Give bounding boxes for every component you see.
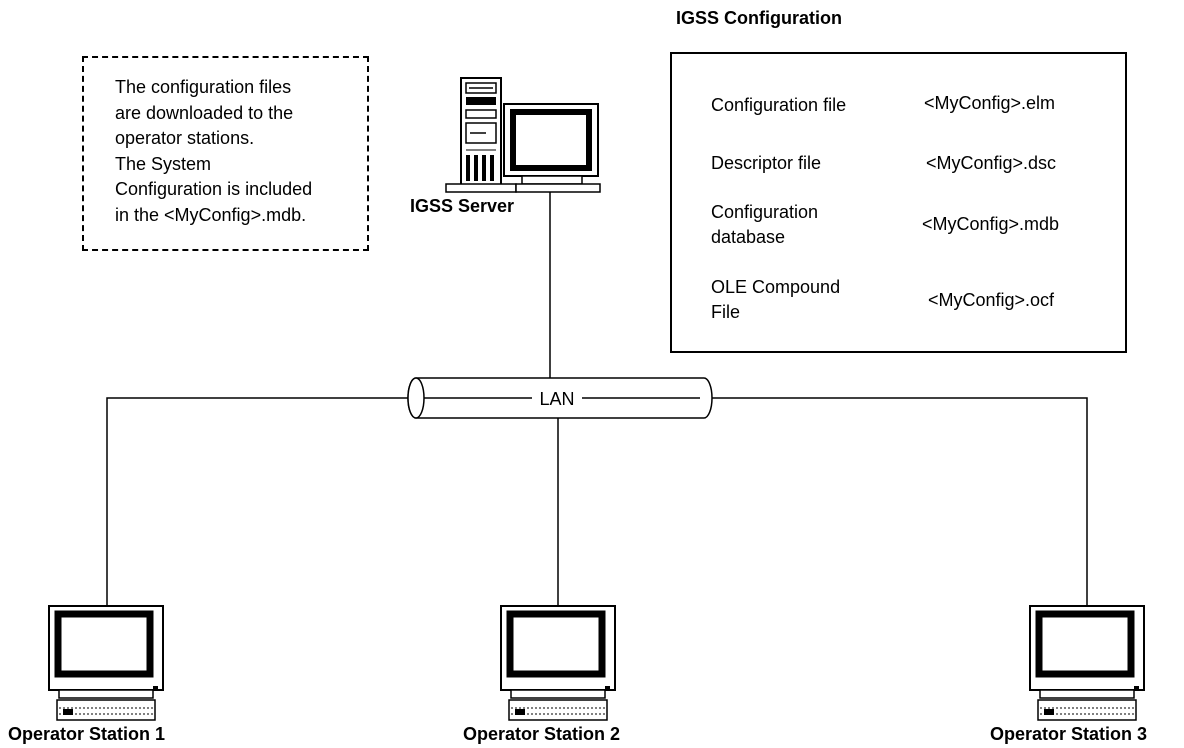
monitor-icon — [48, 605, 164, 699]
station-3-label: Operator Station 3 — [990, 724, 1148, 744]
monitor-icon — [1029, 605, 1145, 699]
note-line: The System — [115, 153, 212, 174]
config-row-label: Descriptor file — [711, 153, 822, 173]
keyboard-icon — [1037, 699, 1137, 721]
note-text: The configuration files are downloaded t… — [115, 75, 365, 228]
lan-cable-icon — [407, 377, 713, 419]
station-1-label: Operator Station 1 — [8, 724, 166, 744]
keyboard-icon — [56, 699, 156, 721]
lan-label: LAN — [539, 389, 574, 409]
config-row-value: <MyConfig>.elm — [924, 93, 1056, 113]
network-connections — [106, 192, 1088, 606]
config-row-value: <MyConfig>.ocf — [928, 290, 1055, 310]
config-row-label: Configuration database — [711, 202, 819, 247]
operator-station-3-icon — [1029, 605, 1145, 721]
config-row-label: Configuration file — [711, 95, 847, 115]
note-line: in the <MyConfig>.mdb. — [115, 204, 307, 225]
note-line: The configuration files — [115, 77, 292, 97]
note-box — [82, 56, 369, 251]
note-line: Configuration is included — [115, 179, 313, 199]
config-title: IGSS Configuration — [676, 8, 842, 28]
keyboard-icon — [508, 699, 608, 721]
config-row-value: <MyConfig>.dsc — [926, 153, 1057, 173]
server-tower-icon — [445, 77, 517, 193]
config-box — [670, 52, 1127, 353]
operator-station-2-icon — [500, 605, 616, 721]
config-row-label: OLE Compound File — [711, 277, 841, 322]
server-monitor-icon — [503, 103, 601, 193]
station-1-link-line — [106, 397, 410, 606]
note-line: are downloaded to the — [115, 102, 294, 123]
operator-station-1-icon — [48, 605, 164, 721]
server-label: IGSS Server — [410, 196, 515, 216]
config-row-value: <MyConfig>.mdb — [922, 214, 1060, 234]
station-2-label: Operator Station 2 — [463, 724, 621, 744]
station-3-link-line — [708, 397, 1088, 606]
monitor-icon — [500, 605, 616, 699]
note-line: operator stations. — [115, 128, 255, 148]
